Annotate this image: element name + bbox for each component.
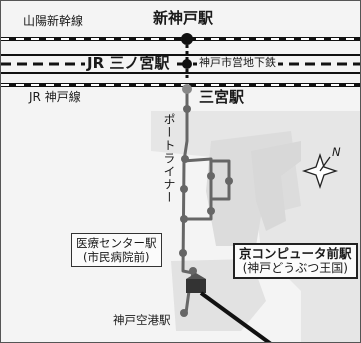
reclaimed-land (251, 141, 301, 231)
building-icon (186, 273, 206, 293)
stop-marker (189, 267, 197, 275)
stop-marker (181, 155, 189, 163)
destination-station-box: 京コンピュータ前駅 (神戸どうぶつ王国) (233, 243, 358, 279)
sannomiya-station-label: 三宮駅 (197, 88, 247, 106)
stop-marker (207, 207, 215, 215)
compass-icon (301, 152, 339, 190)
jr-line-upper (1, 54, 360, 74)
compass-north-label: N (332, 145, 341, 159)
sannomiya-subway-marker (182, 59, 192, 69)
destination-station-sub: (神戸どうぶつ王国) (242, 261, 348, 275)
stop-marker (225, 177, 233, 185)
medical-center-station-box: 医療センター駅 (市民病院前) (71, 233, 162, 267)
stop-marker (180, 215, 188, 223)
kobe-airport-station-label: 神戸空港駅 (111, 313, 173, 327)
stop-marker (180, 185, 188, 193)
port-liner-stops (179, 105, 233, 317)
medical-center-station-name: 医療センター駅 (76, 236, 157, 250)
shin-kobe-station-marker (181, 33, 193, 45)
stop-marker (183, 105, 191, 113)
jr-kobe-line-label: JR 神戸線 (27, 90, 83, 104)
sanyo-shinkansen-label: 山陽新幹線 (21, 14, 86, 28)
pointer-line (199, 291, 272, 342)
jr-sannomiya-label: JR 三ノ宮駅 (85, 54, 172, 72)
medical-center-station-sub: (市民病院前) (83, 250, 150, 264)
stop-marker (179, 249, 187, 257)
port-liner-label: ポートライナー (162, 113, 176, 204)
sannomiya-station-marker (182, 84, 192, 94)
city-land (151, 111, 360, 342)
shin-kobe-station-label: 新神戸駅 (151, 9, 216, 27)
destination-station-name: 京コンピュータ前駅 (239, 246, 352, 261)
stop-marker (207, 172, 215, 180)
subway-label: 神戸市営地下鉄 (197, 56, 278, 69)
